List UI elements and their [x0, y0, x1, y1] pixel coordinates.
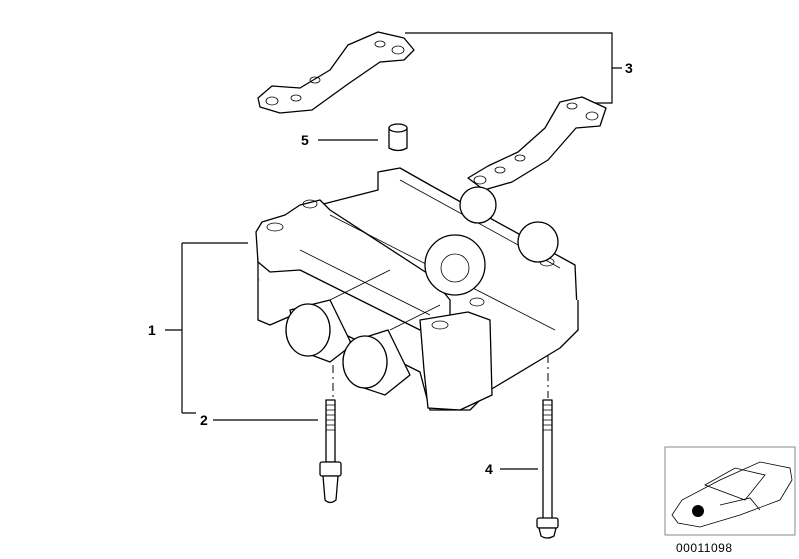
bolt-long: [536, 399, 559, 539]
vehicle-location-thumbnail: [664, 446, 796, 536]
gear-front: [424, 234, 486, 296]
leader-lines: [165, 32, 622, 470]
callout-1: 1: [148, 322, 156, 338]
bolt-short: [319, 399, 342, 504]
gear-top: [459, 186, 497, 224]
gear-rear: [517, 221, 559, 263]
callout-2: 2: [200, 412, 208, 428]
bracket-1: [165, 242, 248, 414]
bracket-plate-lower: [467, 96, 607, 191]
callout-5: 5: [301, 132, 309, 148]
location-marker-dot: [692, 505, 704, 517]
sleeve: [388, 123, 408, 152]
bracket-plate-upper: [257, 31, 415, 114]
callout-4: 4: [485, 461, 493, 477]
callout-3: 3: [625, 60, 633, 76]
balancer-shaft-housing: [255, 167, 579, 411]
diagram-reference-number: 00011098: [676, 541, 733, 555]
bracket-3: [405, 32, 622, 104]
